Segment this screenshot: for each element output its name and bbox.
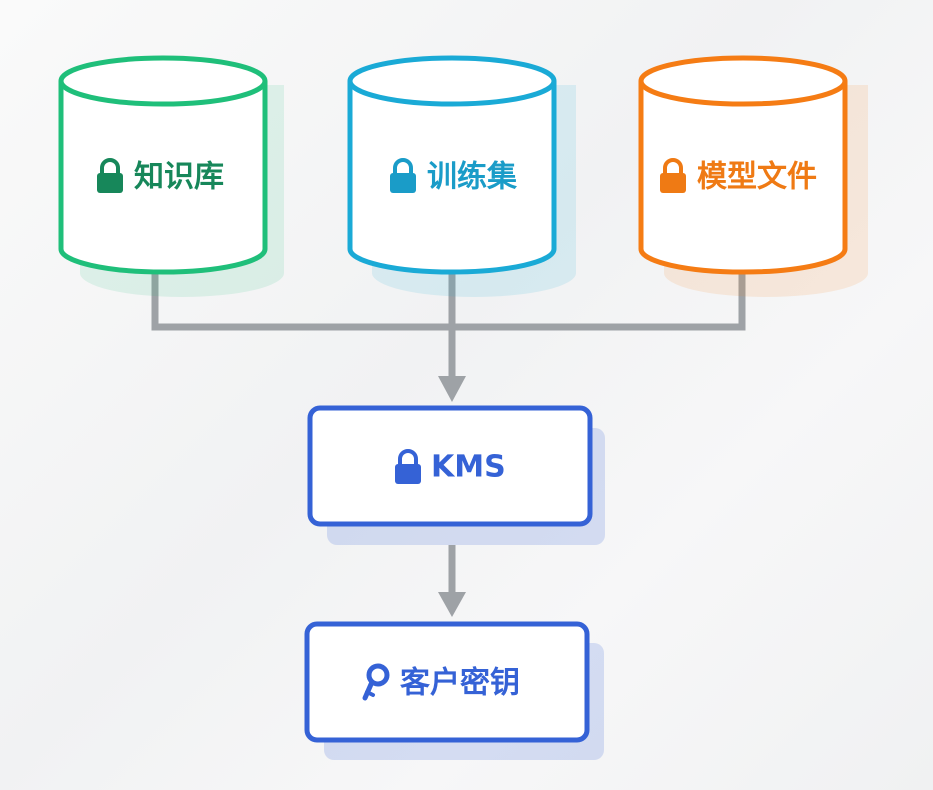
database-training-body [347,81,557,275]
arrowhead-to-kms [438,376,466,402]
kms-node: KMS [307,405,605,545]
database-knowledge: 知识库 [58,55,284,297]
database-knowledge-label: 知识库 [134,160,224,195]
lock-icon [660,158,686,193]
database-model-label: 模型文件 [697,160,817,195]
connectors [151,270,746,617]
kms-box [307,405,593,527]
database-training-label: 训练集 [427,160,518,195]
database-training: 训练集 [347,55,576,297]
customer-key-node: 客户密钥 [304,621,604,760]
database-model-top [638,55,848,107]
lock-icon [395,449,421,484]
database-model: 模型文件 [638,55,868,297]
kms-label: KMS [431,450,506,485]
customer-key-box [304,621,590,743]
lock-icon [97,158,123,193]
database-training-top [347,55,557,107]
key-icon [362,663,390,701]
customer-key-label: 客户密钥 [400,666,520,701]
lock-icon [390,158,416,193]
arrowhead-to-customer-key [438,592,466,617]
database-model-body [638,81,848,275]
database-knowledge-body [58,81,268,275]
database-knowledge-top [58,55,268,107]
